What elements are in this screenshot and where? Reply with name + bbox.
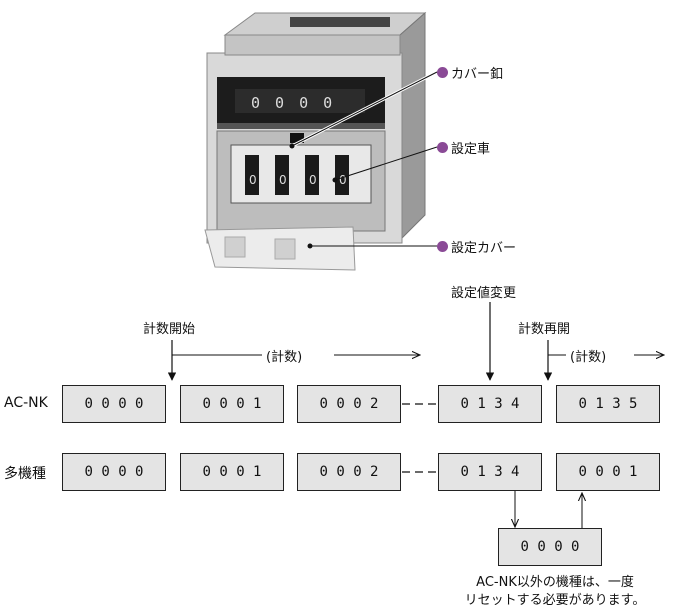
callout-setting-wheel-label: 設定車 [451,142,491,157]
window-digits: 0 0 0 0 [251,94,336,112]
callout-cover-screw-label: カバー釦 [451,67,504,82]
callout-cover-screw: カバー釦 [437,63,503,82]
callout-dot-icon [437,142,448,153]
wheel-digit-1: 0 [249,173,257,187]
counter-box: 0 0 0 0 [62,385,166,423]
label-setting-change: 設定値変更 [451,286,517,301]
label-count-restart: 計数再開 [518,322,571,337]
callout-dot-icon [437,241,448,252]
counter-device-illustration [204,11,427,271]
label-counting-2: (計数) [570,350,607,365]
callout-setting-cover-label: 設定カバー [451,241,517,256]
reset-note: AC-NK以外の機種は、一度 リセットする必要があります。 [430,574,680,610]
callout-setting-wheel: 設定車 [437,138,490,157]
counter-box: 0 0 0 1 [556,453,660,491]
wheel-digit-3: 0 [309,173,317,187]
reset-note-line2: リセットする必要があります。 [464,593,646,608]
reset-note-line1: AC-NK以外の機種は、一度 [476,575,634,590]
counter-box: 0 1 3 4 [438,385,542,423]
counter-box: 0 0 0 2 [297,385,401,423]
label-counting-1: (計数) [266,350,303,365]
counter-box: 0 1 3 5 [556,385,660,423]
label-count-start: 計数開始 [143,322,196,337]
wheel-digit-2: 0 [279,173,287,187]
counter-box: 0 0 0 2 [297,453,401,491]
counter-box: 0 0 0 0 [62,453,166,491]
counter-box: 0 0 0 1 [180,385,284,423]
counter-box: 0 1 3 4 [438,453,542,491]
wheel-digit-4: 0 [339,173,347,187]
callout-dot-icon [437,67,448,78]
reset-counter-box: 0 0 0 0 [498,528,602,566]
row-label-acnk: AC-NK [4,395,48,411]
counter-box: 0 0 0 1 [180,453,284,491]
callout-setting-cover: 設定カバー [437,237,516,256]
row-label-others: 多機種 [4,466,46,482]
